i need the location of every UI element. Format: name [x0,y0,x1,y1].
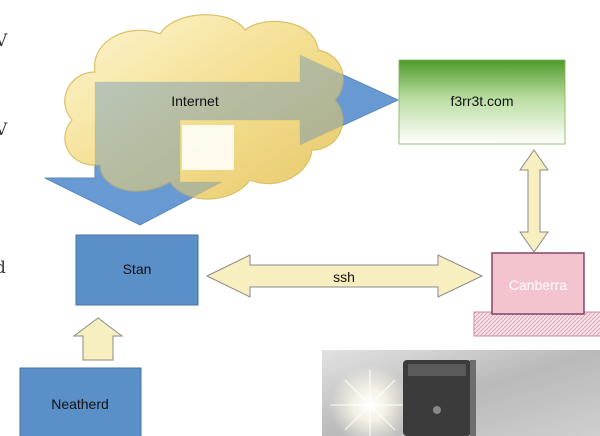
ssh-arrow [205,254,484,298]
neatherd-node [19,367,142,436]
clipped-text-bottom: d [0,258,6,278]
site-node [398,59,566,145]
ssh-label: ssh [333,269,355,285]
neatherd-stan-arrow [72,317,124,361]
site-canberra-arrow [519,149,549,253]
internet-cloud [45,14,398,225]
clipped-text-top: V [0,31,8,51]
stan-label: Stan [123,261,152,277]
stan-node [75,234,199,306]
canberra-base [473,311,600,337]
canberra-node [491,252,585,315]
canberra-label: Canberra [509,277,568,293]
neatherd-label: Neatherd [51,396,109,412]
device-photo [322,350,600,436]
internet-label: Internet [171,93,219,109]
clipped-text-middle: V [0,120,8,140]
site-label: f3rr3t.com [450,93,513,109]
